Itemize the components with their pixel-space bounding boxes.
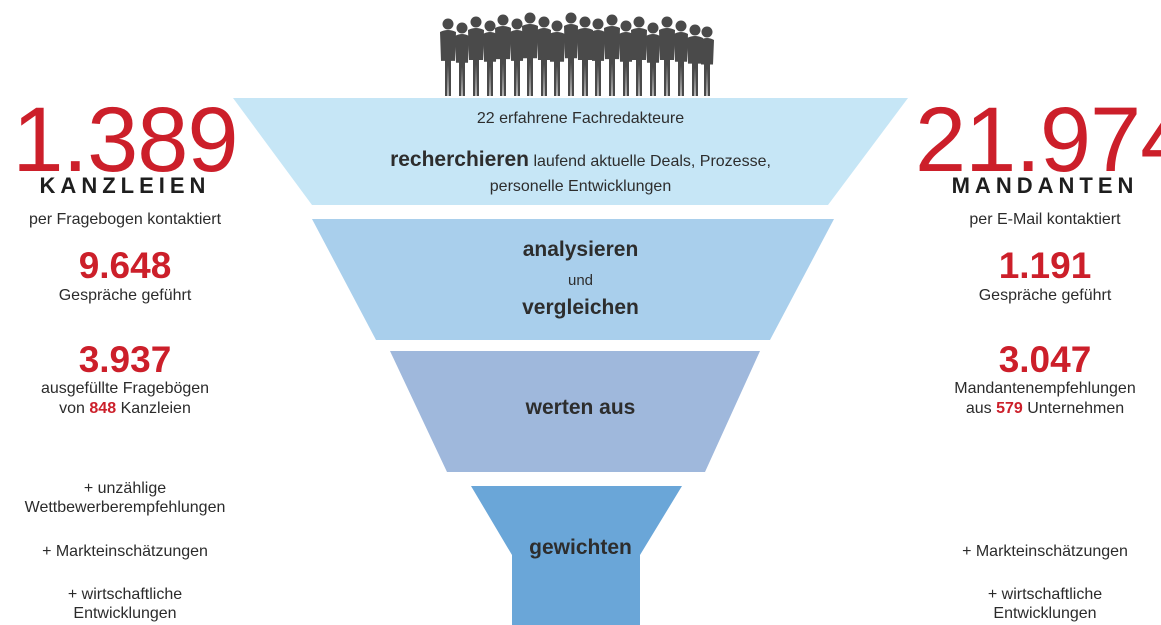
stage1-line2-rest: laufend aktuelle Deals, Prozesse,	[533, 153, 771, 170]
left-heading: KANZLEIEN	[39, 173, 211, 198]
left-extra1-line2: Wettbewerberempfehlungen	[24, 499, 226, 516]
right-extra3-line2: Entwicklungen	[993, 605, 1097, 622]
stage2-bold1: analysieren	[522, 238, 639, 261]
left-extra3-line1: + wirtschaftliche	[67, 586, 183, 603]
left-stat2-prefix: von	[59, 400, 85, 417]
right-stat2-prefix: aus	[965, 400, 992, 417]
funnel-stage-4	[471, 486, 682, 625]
left-stat2-count: 848	[89, 400, 117, 417]
left-extra2: + Markteinschätzungen	[42, 543, 208, 560]
right-heading: MANDANTEN	[951, 173, 1139, 198]
left-extra3-line2: Entwicklungen	[73, 605, 177, 622]
left-big-number: 1.389	[12, 89, 238, 191]
stage4-label: gewichten	[529, 536, 632, 559]
stage2-small: und	[567, 272, 594, 289]
stage1-line2: recherchieren laufend aktuelle Deals, Pr…	[0, 148, 1161, 172]
right-stat2-number: 3.047	[998, 339, 1092, 380]
left-stat2-number: 3.937	[78, 339, 172, 380]
right-stat2-label: Mandantenempfehlungen	[954, 380, 1136, 397]
left-contacted: per Fragebogen kontaktiert	[28, 211, 222, 228]
left-stat2-suffix: Kanzleien	[120, 400, 191, 417]
right-stat1-label: Gespräche geführt	[978, 287, 1112, 304]
right-big-number: 21.974	[915, 89, 1161, 191]
right-stat2-detail: aus 579 Unternehmen	[915, 400, 1161, 418]
people-silhouette-group-icon	[440, 12, 714, 96]
left-stat1-number: 9.648	[78, 245, 172, 286]
funnel-stage-1	[233, 98, 908, 205]
left-stat2-detail: von 848 Kanzleien	[0, 400, 255, 418]
left-extra1-line1: + unzählige	[83, 480, 167, 497]
stage2-bold2: vergleichen	[522, 296, 639, 319]
stage3-label: werten aus	[525, 396, 636, 419]
left-stat2-label: ausgefüllte Fragebögen	[40, 380, 210, 397]
right-stat1-number: 1.191	[998, 245, 1092, 286]
stage1-line3: personelle Entwicklungen	[489, 178, 672, 195]
right-stat2-count: 579	[996, 400, 1023, 417]
right-extra2: + Markteinschätzungen	[962, 543, 1128, 560]
stage1-line1: 22 erfahrene Fachredakteure	[476, 110, 685, 127]
stage1-bold: recherchieren	[390, 148, 529, 171]
left-stat1-label: Gespräche geführt	[58, 287, 192, 304]
right-contacted: per E-Mail kontaktiert	[969, 211, 1121, 228]
right-extra3-line1: + wirtschaftliche	[987, 586, 1103, 603]
funnel-stage-2	[312, 219, 834, 340]
right-stat2-suffix: Unternehmen	[1027, 400, 1125, 417]
funnel-stage-3	[390, 351, 760, 472]
